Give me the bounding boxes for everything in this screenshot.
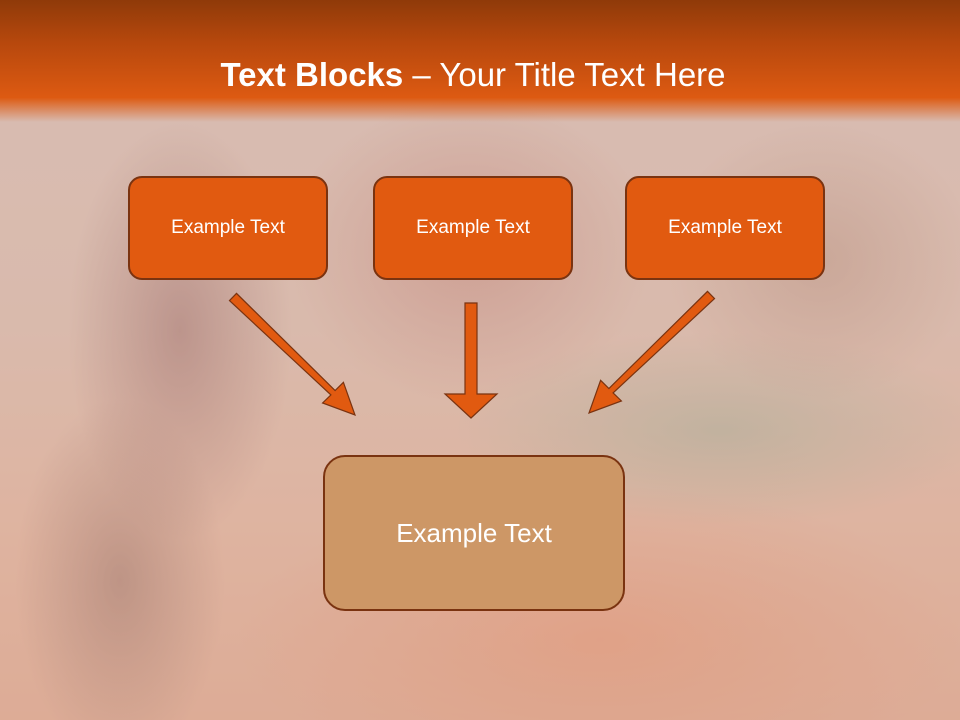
text-block-3[interactable]: Example Text bbox=[625, 176, 825, 280]
title-bold: Text Blocks bbox=[220, 56, 404, 93]
slide-title[interactable]: Text Blocks – Your Title Text Here bbox=[0, 52, 946, 98]
text-block-2-label: Example Text bbox=[416, 217, 530, 238]
result-block[interactable]: Example Text bbox=[323, 455, 625, 611]
text-block-1-label: Example Text bbox=[171, 217, 285, 238]
result-block-label: Example Text bbox=[396, 517, 552, 548]
text-block-1[interactable]: Example Text bbox=[128, 176, 328, 280]
title-rest: – Your Title Text Here bbox=[403, 56, 726, 93]
text-block-2[interactable]: Example Text bbox=[373, 176, 573, 280]
title-bar bbox=[0, 0, 960, 122]
text-block-3-label: Example Text bbox=[668, 217, 782, 238]
arrow-down[interactable] bbox=[443, 302, 499, 419]
arrow-left-down-right[interactable] bbox=[228, 292, 356, 417]
arrow-right-down-left[interactable] bbox=[588, 290, 716, 415]
